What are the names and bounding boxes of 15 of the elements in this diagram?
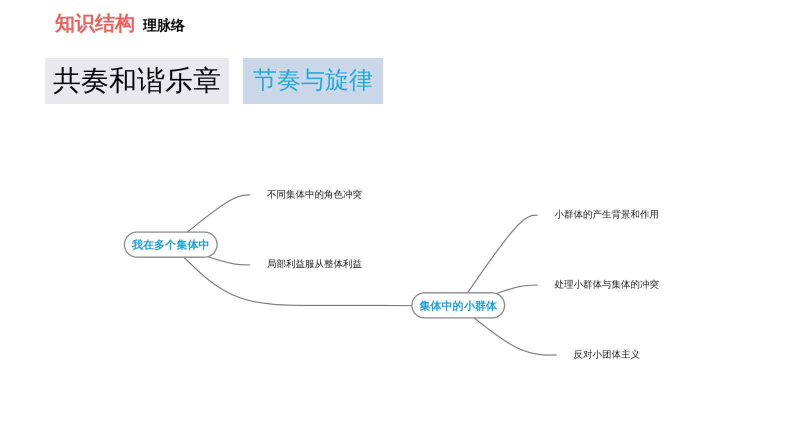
connector <box>186 194 250 233</box>
node-text: 小群体的产生背景和作用 <box>554 209 659 220</box>
connector <box>466 214 538 294</box>
node-text: 局部利益服从整体利益 <box>267 258 362 270</box>
connector <box>208 256 250 266</box>
section-subheading: 理脉络 <box>143 17 185 35</box>
node-text: 处理小群体与集体的冲突 <box>554 279 659 290</box>
section-heading: 知识结构 <box>55 10 135 37</box>
connector <box>496 284 538 294</box>
node-text: 不同集体中的角色冲突 <box>267 188 362 200</box>
chapter-title: 共奏和谐乐章 <box>45 58 229 104</box>
node-text: 反对小团体主义 <box>574 349 640 360</box>
connector <box>474 318 557 356</box>
connector <box>184 257 412 306</box>
lesson-title: 节奏与旋律 <box>243 58 383 104</box>
